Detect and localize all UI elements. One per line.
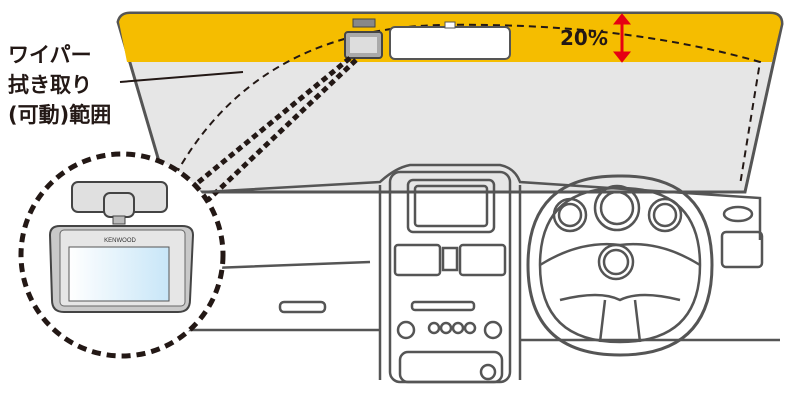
label-line-2: 拭き取り <box>8 73 92 97</box>
dashcam-closeup: KENWOOD <box>18 151 226 359</box>
windshield <box>116 11 784 194</box>
label-leader-line <box>119 71 244 83</box>
label-line-3: (可動)範囲 <box>8 103 112 127</box>
brand-logo: KENWOOD <box>104 238 136 244</box>
label-line-1: ワイパー <box>8 43 92 67</box>
height-arrow <box>612 13 632 63</box>
dashboard <box>149 163 780 384</box>
zoom-callout-lines <box>193 56 358 202</box>
rearview-mirror <box>344 18 511 60</box>
percent-label: 20% <box>560 26 608 50</box>
wiper-range-label: ワイパー 拭き取り (可動)範囲 <box>8 40 111 130</box>
